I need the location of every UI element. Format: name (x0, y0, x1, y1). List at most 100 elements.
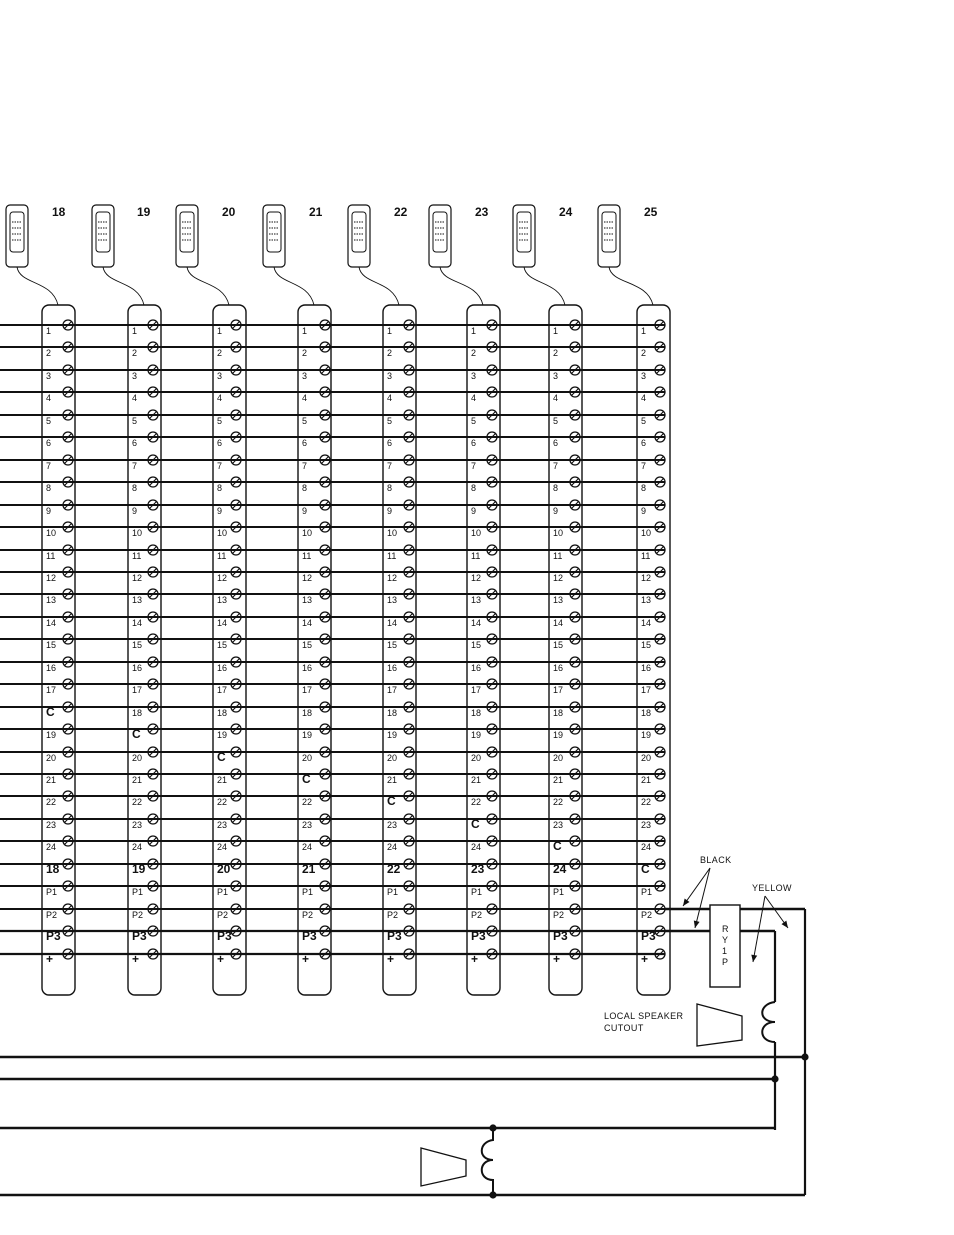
terminal-label: + (46, 952, 53, 966)
terminal-label: 3 (302, 371, 307, 381)
phone-handset (351, 211, 367, 253)
terminal-label: 5 (217, 416, 222, 426)
phone-handset (432, 211, 448, 253)
terminal-label: 15 (302, 640, 312, 650)
terminal-label: 13 (641, 595, 651, 605)
terminal-label: 20 (553, 753, 563, 763)
terminal-label: 19 (132, 862, 146, 876)
terminal-label: 24 (641, 842, 651, 852)
terminal-label: 4 (387, 393, 392, 403)
terminal-label: P3 (302, 929, 317, 943)
terminal-label: 16 (471, 663, 481, 673)
intercom-phone-25: 25 (597, 204, 658, 306)
terminal-label: 4 (641, 393, 646, 403)
terminal-label: 1 (387, 326, 392, 336)
terminal-label: 4 (471, 393, 476, 403)
terminal-label: 15 (641, 640, 651, 650)
terminal-label: 22 (387, 862, 401, 876)
terminal-label: + (471, 952, 478, 966)
station-number: 23 (475, 205, 489, 219)
intercom-phone-18: 18 (5, 204, 66, 306)
bus-wires (0, 324, 665, 956)
terminal-label: 10 (471, 528, 481, 538)
terminal-label: 15 (132, 640, 142, 650)
terminal-label: 15 (553, 640, 563, 650)
terminal-label: 2 (302, 348, 307, 358)
terminal-label: 7 (46, 461, 51, 471)
terminal-label: 21 (471, 775, 481, 785)
terminal-label: 18 (641, 708, 651, 718)
terminal-label: 7 (217, 461, 222, 471)
terminal-label: 1 (471, 326, 476, 336)
terminal-label: 10 (46, 528, 56, 538)
terminal-label: 23 (553, 820, 563, 830)
terminal-label: 11 (302, 551, 311, 561)
terminal-label: C (387, 794, 396, 808)
terminal-label: 12 (553, 573, 563, 583)
terminal-label: 22 (641, 797, 651, 807)
terminal-label: 5 (641, 416, 646, 426)
terminal-label: 8 (471, 483, 476, 493)
terminal-label: 20 (471, 753, 481, 763)
terminal-label: 22 (471, 797, 481, 807)
terminal-label: 17 (471, 685, 481, 695)
terminal-label: P1 (132, 887, 143, 897)
terminal-label: P3 (387, 929, 402, 943)
terminal-label: 9 (302, 506, 307, 516)
terminal-label: C (217, 750, 226, 764)
terminal-label: 3 (46, 371, 51, 381)
terminal-label: 8 (387, 483, 392, 493)
terminal-label: 4 (302, 393, 307, 403)
terminal-label: C (471, 817, 480, 831)
terminal-label: 22 (217, 797, 227, 807)
terminal-label: 13 (553, 595, 563, 605)
terminal-label: 12 (387, 573, 397, 583)
terminal-label: 16 (641, 663, 651, 673)
terminal-label: 19 (302, 730, 312, 740)
terminal-label: 21 (387, 775, 397, 785)
terminal-label: C (641, 862, 650, 876)
terminal-label: 24 (471, 842, 481, 852)
phone-cord (273, 266, 315, 306)
terminal-label: 16 (46, 663, 56, 673)
terminal-label: 18 (217, 708, 227, 718)
terminal-label: 6 (553, 438, 558, 448)
terminal-label: 23 (302, 820, 312, 830)
terminal-label: 3 (471, 371, 476, 381)
terminal-label: 9 (553, 506, 558, 516)
phone-handset (516, 211, 532, 253)
terminal-label: 11 (471, 551, 480, 561)
terminal-label: 8 (553, 483, 558, 493)
terminal-label: 17 (46, 685, 56, 695)
terminal-label: P3 (641, 929, 656, 943)
terminal-label: 22 (302, 797, 312, 807)
terminal-label: 20 (387, 753, 397, 763)
terminal-label: + (217, 952, 224, 966)
terminal-label: 12 (132, 573, 142, 583)
black-arrow-a-head (683, 898, 690, 906)
terminal-label: 16 (132, 663, 142, 673)
terminal-label: 2 (217, 348, 222, 358)
cutout-label: CUTOUT (604, 1023, 644, 1033)
terminal-label: 18 (553, 708, 563, 718)
terminal-label: 7 (553, 461, 558, 471)
terminal-label: 9 (132, 506, 137, 516)
terminal-label: 6 (302, 438, 307, 448)
terminal-label: 3 (641, 371, 646, 381)
terminal-label: 16 (302, 663, 312, 673)
terminal-label: 10 (387, 528, 397, 538)
station-number: 25 (644, 205, 658, 219)
intercom-phone-21: 21 (262, 204, 323, 306)
terminal-label: 20 (217, 862, 231, 876)
terminal-label: 17 (217, 685, 227, 695)
terminal-label: 23 (641, 820, 651, 830)
phone-cord (358, 266, 400, 306)
intercom-phone-24: 24 (512, 204, 573, 306)
terminal-label: 5 (132, 416, 137, 426)
speaker-icon (420, 1147, 467, 1187)
phone-cord (523, 266, 566, 306)
station-number: 19 (137, 205, 151, 219)
station-number: 20 (222, 205, 236, 219)
terminal-label: 15 (471, 640, 481, 650)
